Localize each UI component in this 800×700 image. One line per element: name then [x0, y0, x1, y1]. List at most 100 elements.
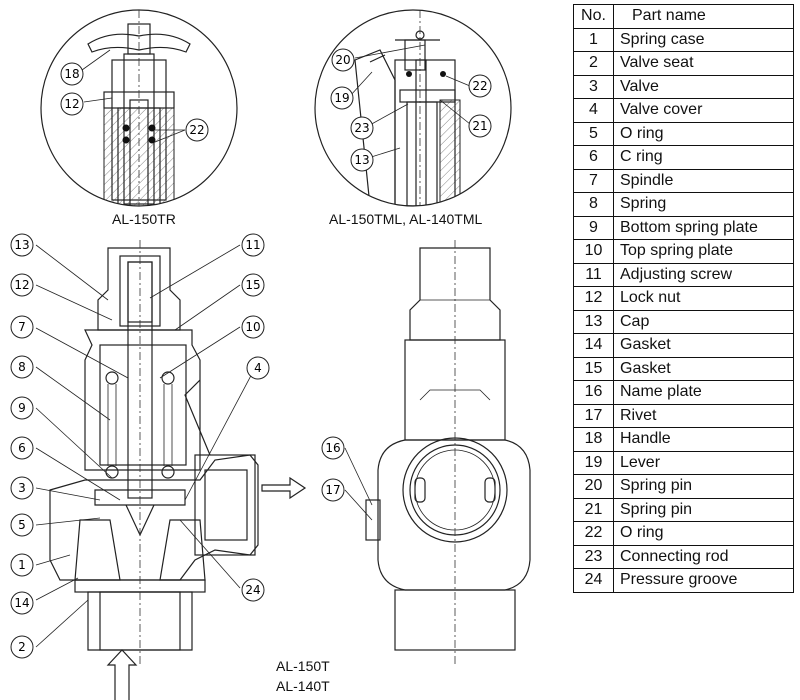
- callout-main-13: 13: [10, 233, 34, 257]
- svg-text:9: 9: [18, 401, 26, 415]
- part-number: 20: [573, 474, 614, 499]
- svg-text:18: 18: [64, 67, 79, 81]
- svg-text:19: 19: [334, 91, 349, 105]
- detail-al150tml: [314, 9, 512, 207]
- part-name: Connecting rod: [613, 544, 794, 569]
- part-number: 14: [573, 333, 614, 358]
- svg-text:12: 12: [14, 278, 29, 292]
- svg-text:22: 22: [472, 79, 487, 93]
- callout-main-2: 2: [10, 635, 34, 659]
- callout-main-7: 7: [10, 315, 34, 339]
- callout-side-16: 16: [321, 436, 345, 460]
- callout-tr-22: 22: [185, 118, 209, 142]
- handle-shape: [87, 33, 191, 53]
- part-name: Cap: [613, 309, 794, 334]
- svg-text:6: 6: [18, 441, 26, 455]
- svg-text:16: 16: [325, 441, 340, 455]
- part-number: 12: [573, 286, 614, 311]
- svg-text:5: 5: [18, 518, 26, 532]
- caption-model-2: AL-140T: [276, 678, 330, 694]
- svg-text:21: 21: [472, 119, 487, 133]
- callout-main-1: 1: [10, 553, 34, 577]
- header-no: No.: [573, 4, 614, 29]
- part-name: Spring case: [613, 27, 794, 52]
- part-number: 3: [573, 74, 614, 99]
- callout-main-3: 3: [10, 476, 34, 500]
- callout-tr-12: 12: [60, 92, 84, 116]
- callout-main-5: 5: [10, 513, 34, 537]
- part-number: 10: [573, 239, 614, 264]
- part-name: Spring pin: [613, 497, 794, 522]
- callout-tr-18: 18: [60, 62, 84, 86]
- svg-text:2: 2: [18, 640, 26, 654]
- part-number: 13: [573, 309, 614, 334]
- part-name: C ring: [613, 145, 794, 170]
- leader-lines: [35, 44, 471, 648]
- part-number: 16: [573, 380, 614, 405]
- part-number: 17: [573, 403, 614, 428]
- svg-text:10: 10: [245, 320, 260, 334]
- callout-main-24: 24: [241, 578, 265, 602]
- part-name: Gasket: [613, 333, 794, 358]
- inlet-arrow: [106, 649, 138, 700]
- callout-main-15: 15: [241, 273, 265, 297]
- part-name: Top spring plate: [613, 239, 794, 264]
- part-name: Name plate: [613, 380, 794, 405]
- caption-model-1: AL-150T: [276, 658, 330, 674]
- callout-main-11: 11: [241, 233, 265, 257]
- part-number: 15: [573, 356, 614, 381]
- part-number: 6: [573, 145, 614, 170]
- side-view: [365, 240, 531, 665]
- callout-side-17: 17: [321, 478, 345, 502]
- part-name: O ring: [613, 121, 794, 146]
- part-name: Adjusting screw: [613, 262, 794, 287]
- svg-text:12: 12: [64, 97, 79, 111]
- detail-al150tr: [40, 9, 238, 207]
- svg-text:23: 23: [354, 121, 369, 135]
- callout-main-10: 10: [241, 315, 265, 339]
- callout-tml-21: 21: [468, 114, 492, 138]
- caption-al150tml: AL-150TML, AL-140TML: [329, 211, 483, 227]
- part-name: Valve seat: [613, 51, 794, 76]
- callout-main-9: 9: [10, 396, 34, 420]
- part-number: 1: [573, 27, 614, 52]
- main-section-view: [49, 240, 307, 700]
- svg-text:11: 11: [245, 238, 260, 252]
- parts-table-header: No. Part name: [573, 4, 794, 29]
- svg-text:3: 3: [18, 481, 26, 495]
- svg-text:17: 17: [325, 483, 340, 497]
- svg-text:7: 7: [18, 320, 26, 334]
- svg-text:13: 13: [354, 153, 369, 167]
- svg-text:24: 24: [245, 583, 260, 597]
- callout-markers: 18 12 22 20 19 23 13 22 21 13 12 7 8 9 6…: [10, 48, 492, 659]
- svg-text:4: 4: [254, 361, 262, 375]
- callout-tml-13: 13: [350, 148, 374, 172]
- part-number: 11: [573, 262, 614, 287]
- callout-main-14: 14: [10, 591, 34, 615]
- part-name: Spindle: [613, 168, 794, 193]
- caption-al150tr: AL-150TR: [112, 211, 176, 227]
- part-name: Valve cover: [613, 98, 794, 123]
- part-number: 22: [573, 521, 614, 546]
- part-number: 7: [573, 168, 614, 193]
- part-number: 24: [573, 568, 614, 593]
